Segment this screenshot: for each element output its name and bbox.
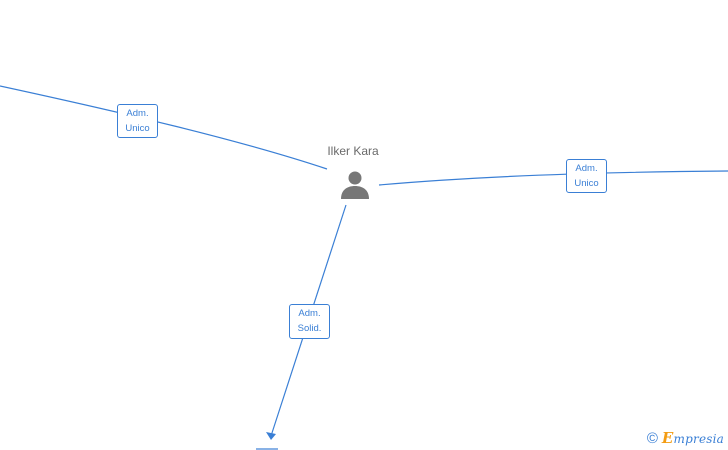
role-label-line2: Unico (574, 178, 599, 189)
edge-right-company[interactable] (378, 170, 728, 186)
role-label-adm-solid[interactable]: Adm. Solid. (289, 304, 330, 339)
offscreen-node-stub (256, 448, 278, 450)
brand-logo: Empresia (661, 429, 724, 447)
edge-left-company[interactable] (0, 85, 328, 170)
watermark: © Empresia (647, 429, 724, 447)
role-label-adm-unico-left[interactable]: Adm. Unico (117, 104, 158, 138)
arrow-head (266, 432, 276, 440)
role-label-line1: Adm. (126, 108, 149, 119)
role-label-line2: Unico (125, 123, 150, 134)
person-name[interactable]: Ilker Kara (327, 144, 379, 158)
role-label-line2: Solid. (297, 323, 322, 334)
role-label-line1: Adm. (298, 308, 321, 319)
copyright-icon: © (646, 429, 658, 447)
role-label-line1: Adm. (575, 163, 598, 174)
role-label-adm-unico-right[interactable]: Adm. Unico (566, 159, 607, 193)
person-icon[interactable] (339, 169, 371, 201)
